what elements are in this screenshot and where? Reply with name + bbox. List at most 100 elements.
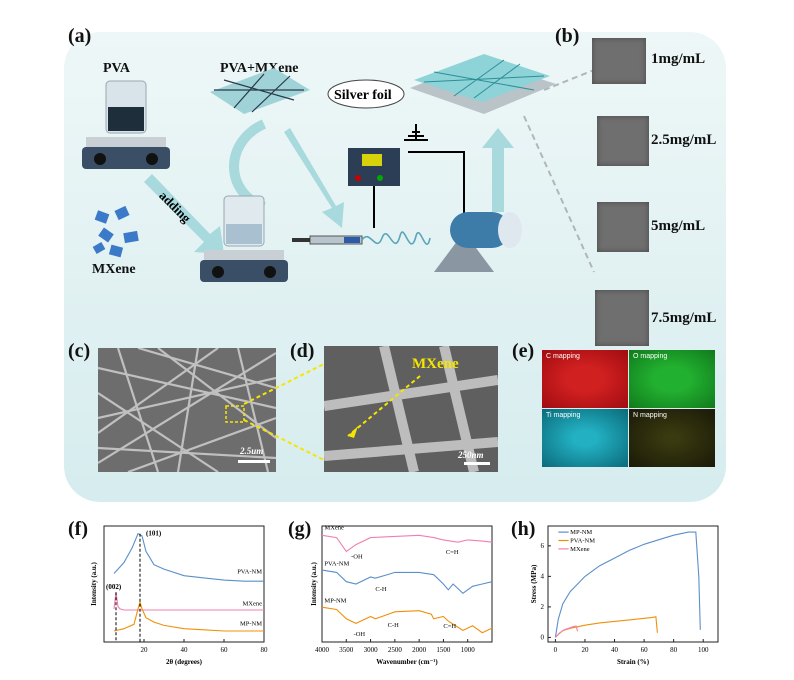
x-tick-label: 20 bbox=[581, 646, 589, 654]
x-tick-label: 80 bbox=[261, 646, 269, 654]
x-tick-label: 3500 bbox=[339, 646, 354, 654]
drum-collector bbox=[450, 212, 510, 248]
x-tick-label: 60 bbox=[641, 646, 649, 654]
collector-stand bbox=[434, 232, 494, 272]
y-axis-label: Stress (MPa) bbox=[530, 564, 538, 603]
power-supply bbox=[348, 148, 400, 186]
c-mapping: C mapping bbox=[542, 350, 628, 408]
x-axis-label: Wavenumber (cm⁻¹) bbox=[376, 658, 438, 666]
sample-3 bbox=[597, 202, 649, 252]
x-axis-label: 2θ (degrees) bbox=[166, 658, 203, 666]
pva-label: PVA bbox=[103, 61, 130, 76]
series-line-mp-nm bbox=[321, 606, 493, 634]
scale-bar-d: 250nm bbox=[458, 450, 484, 460]
panel-label-g: (g) bbox=[288, 518, 312, 540]
series-label: MP-NM bbox=[324, 598, 346, 605]
series-label: PVA-NM bbox=[237, 569, 262, 576]
fiber-mat bbox=[414, 54, 550, 102]
y-tick-label: 2 bbox=[541, 603, 545, 611]
legend-label: MXene bbox=[570, 546, 590, 553]
series-label: PVA-NM bbox=[324, 560, 349, 567]
y-tick-label: 0 bbox=[541, 633, 545, 641]
x-tick-label: 100 bbox=[698, 646, 709, 654]
x-tick-label: 60 bbox=[221, 646, 229, 654]
annotation-101: (101) bbox=[146, 530, 162, 538]
silver-foil-label: Silver foil bbox=[334, 88, 392, 103]
scale-bar-c: 2.5um bbox=[240, 446, 264, 456]
x-tick-label: 40 bbox=[611, 646, 619, 654]
peak-annotation: C-H bbox=[388, 622, 400, 629]
curved-arrow bbox=[229, 119, 267, 212]
plot-frame bbox=[547, 525, 719, 643]
plot-frame bbox=[321, 525, 493, 643]
o-mapping: O mapping bbox=[629, 350, 715, 408]
x-tick-label: 80 bbox=[670, 646, 678, 654]
zoom-lines bbox=[243, 363, 325, 461]
peak-annotation: C=H bbox=[446, 549, 459, 556]
mxene-label: MXene bbox=[92, 262, 136, 277]
y-tick-label: 4 bbox=[541, 572, 545, 580]
legend-label: MP-NM bbox=[570, 529, 592, 536]
series-label: MXene bbox=[324, 524, 344, 531]
ti-mapping: Ti mapping bbox=[542, 409, 628, 467]
beaker-hotplate-1 bbox=[82, 80, 170, 169]
mat-arrow bbox=[284, 128, 344, 228]
panel-label-d: (d) bbox=[290, 340, 315, 362]
series-line-mxene bbox=[113, 592, 264, 611]
panel-label-h: (h) bbox=[511, 518, 536, 540]
series-line-pva-nm bbox=[321, 569, 493, 595]
panel-label-a: (a) bbox=[68, 25, 92, 47]
xrd-chart: 20 40 60 80 2θ (degrees) Intensity (a.u.) (101… bbox=[90, 525, 269, 666]
x-tick-label: 2500 bbox=[388, 646, 403, 654]
series-line-mp-nm bbox=[554, 531, 701, 638]
series-label: MP-NM bbox=[240, 620, 262, 627]
sample-1 bbox=[592, 38, 646, 84]
y-tick-label: 6 bbox=[541, 542, 545, 550]
mxene-flakes bbox=[92, 205, 139, 258]
x-tick-label: 4000 bbox=[315, 646, 330, 654]
series-line-mxene bbox=[321, 534, 493, 553]
x-tick-label: 1500 bbox=[436, 646, 451, 654]
peak-annotation: C=H bbox=[443, 623, 456, 630]
schematic-illustration: adding Silver foil bbox=[82, 54, 595, 282]
x-tick-label: 2000 bbox=[412, 646, 427, 654]
sample-2 bbox=[597, 116, 649, 166]
peak-annotation: C-H bbox=[375, 586, 387, 593]
panel-label-e: (e) bbox=[512, 340, 535, 362]
n-mapping: N mapping bbox=[629, 409, 715, 467]
x-tick-label: 0 bbox=[554, 646, 558, 654]
legend-label: PVA-NM bbox=[570, 538, 595, 545]
conc-label-1: 1mg/mL bbox=[651, 51, 706, 67]
conc-label-2: 2.5mg/mL bbox=[651, 132, 717, 148]
x-tick-label: 40 bbox=[181, 646, 189, 654]
y-axis-label: Intensity (a.u.) bbox=[310, 561, 318, 605]
adding-label: adding bbox=[156, 188, 194, 226]
up-arrow bbox=[482, 128, 514, 212]
annotation-002: (002) bbox=[106, 583, 122, 591]
series-line-mp-nm bbox=[113, 600, 264, 632]
panel-label-f: (f) bbox=[68, 518, 88, 540]
conc-label-3: 5mg/mL bbox=[651, 218, 706, 234]
pva-mxene-mat bbox=[210, 68, 310, 114]
y-axis-label: Intensity (a.u.) bbox=[90, 561, 98, 605]
x-tick-label: 3000 bbox=[364, 646, 379, 654]
series-line-mxene bbox=[555, 625, 579, 638]
beaker-hotplate-2 bbox=[200, 195, 288, 282]
sem-image-d: MXene 250nm bbox=[324, 346, 498, 472]
mxene-arrow-label: MXene bbox=[412, 356, 459, 372]
conc-label-4: 7.5mg/mL bbox=[651, 310, 717, 326]
panel-label-b: (b) bbox=[555, 25, 580, 47]
jet-spiral bbox=[361, 231, 431, 246]
x-tick-label: 1000 bbox=[461, 646, 476, 654]
x-axis-label: Strain (%) bbox=[617, 658, 650, 666]
syringe bbox=[292, 235, 363, 245]
sample-4 bbox=[595, 290, 649, 346]
panel-label-c: (c) bbox=[68, 340, 91, 362]
x-tick-label: 20 bbox=[141, 646, 149, 654]
adding-arrow bbox=[144, 174, 224, 254]
peak-annotation: -OH bbox=[354, 631, 366, 638]
series-label: MXene bbox=[243, 601, 263, 608]
series-line-pva-nm bbox=[113, 532, 264, 582]
